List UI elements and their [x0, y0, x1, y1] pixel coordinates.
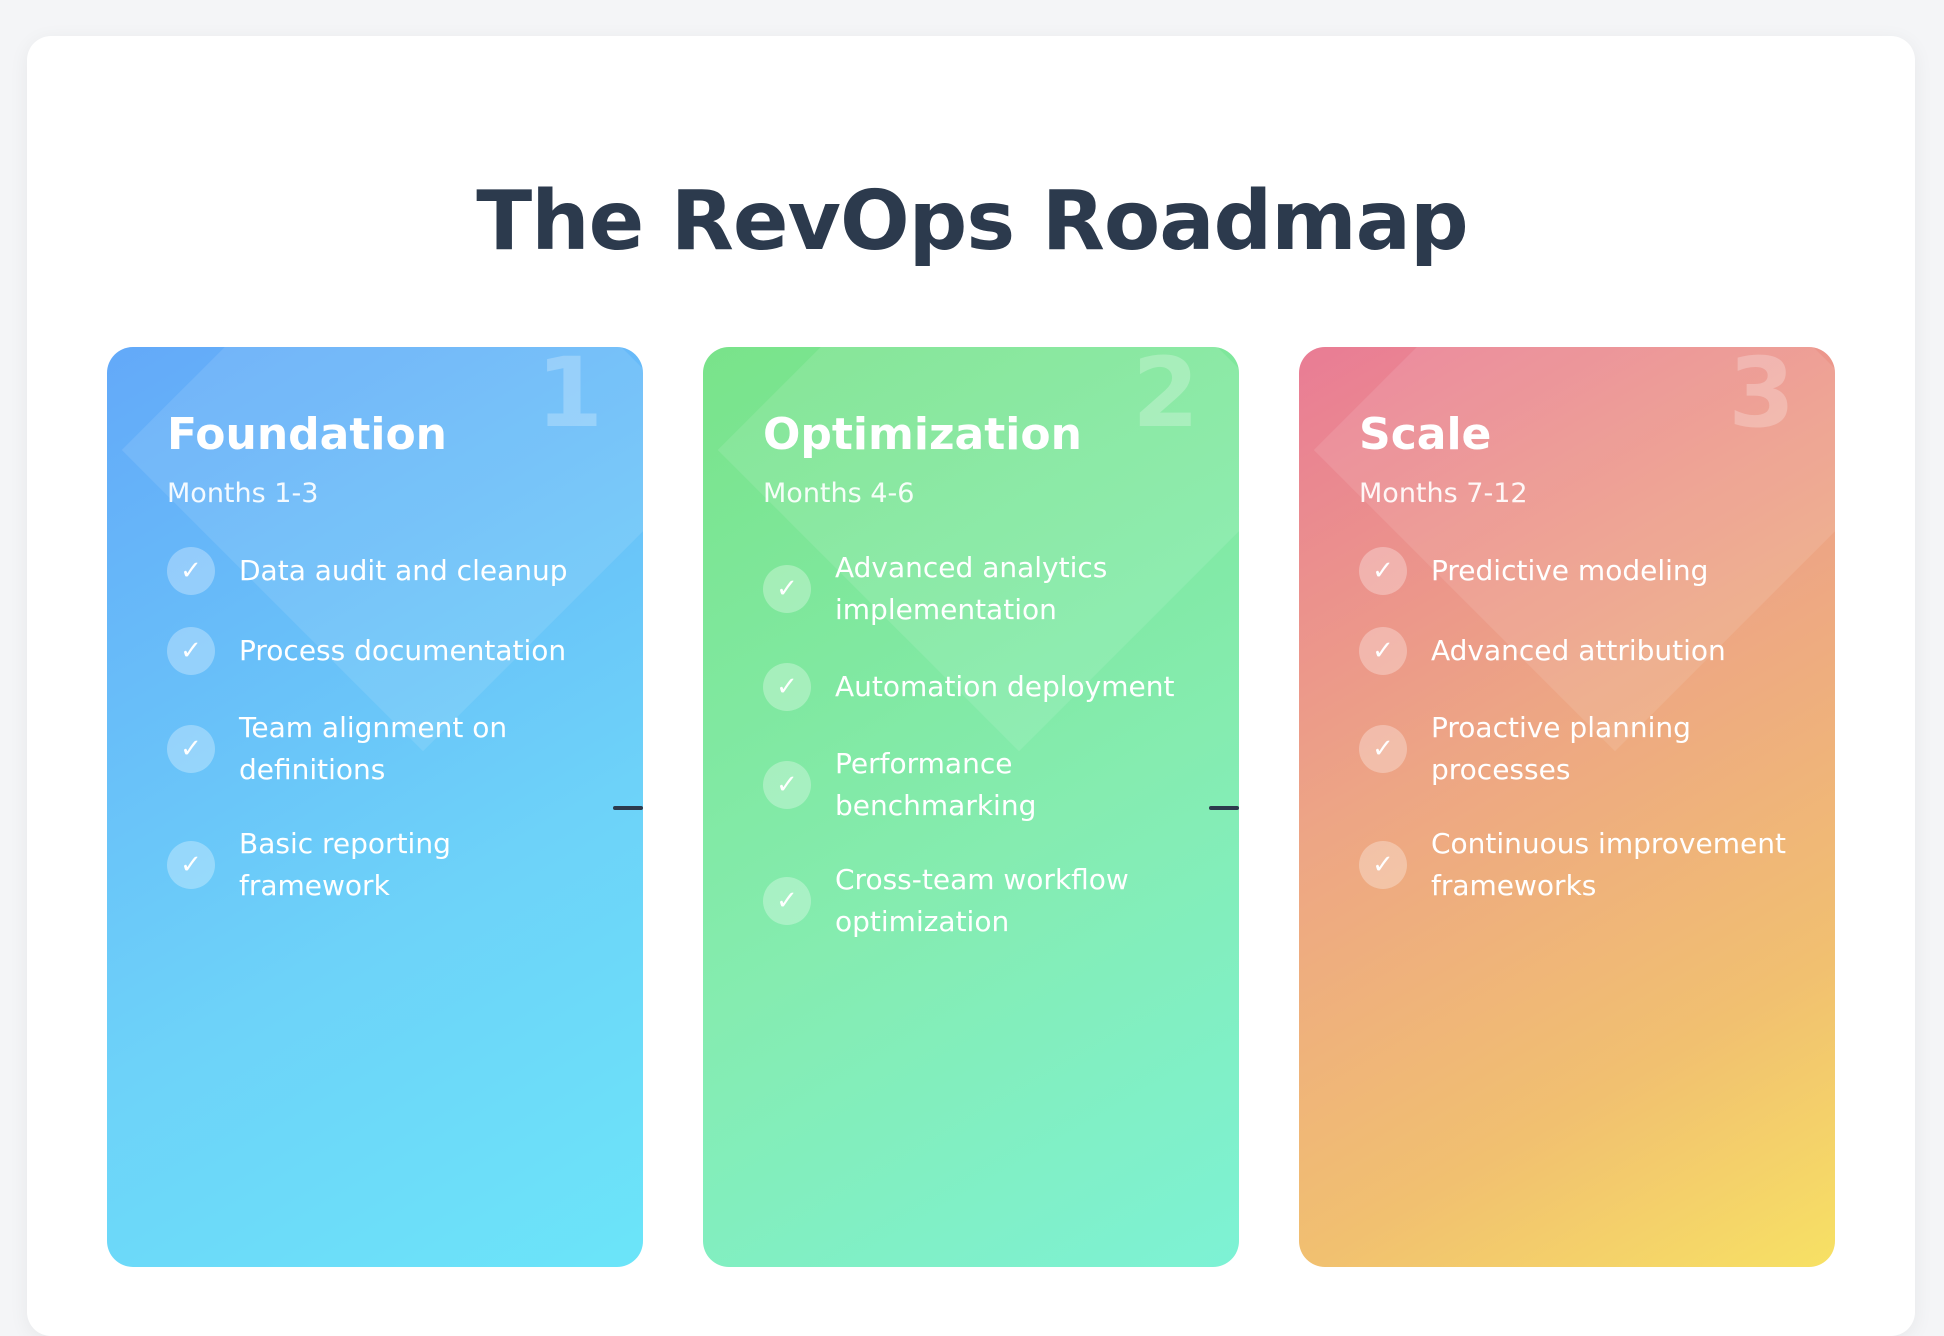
list-item: ✓ Team alignment on definitions [167, 707, 607, 791]
phase-period: Months 7-12 [1359, 478, 1528, 509]
check-icon: ✓ [763, 877, 811, 925]
phase-item-list: ✓ Data audit and cleanup ✓ Process docum… [167, 547, 607, 939]
phase-card-foundation: 1 Foundation Months 1-3 ✓ Data audit and… [107, 347, 643, 1267]
phase-card-scale: 3 Scale Months 7-12 ✓ Predictive modelin… [1299, 347, 1835, 1267]
list-item: ✓ Predictive modeling [1359, 547, 1799, 595]
list-item-label: Proactive planning processes [1431, 711, 1691, 786]
phase-period: Months 4-6 [763, 478, 915, 509]
list-item-label: Advanced analytics implementation [835, 551, 1108, 626]
phase-period: Months 1-3 [167, 478, 319, 509]
list-item-label: Team alignment on definitions [239, 711, 508, 786]
phase-card-optimization: 2 Optimization Months 4-6 ✓ Advanced ana… [703, 347, 1239, 1267]
check-icon: ✓ [167, 547, 215, 595]
list-item-label: Data audit and cleanup [239, 554, 568, 587]
list-item-label: Advanced attribution [1431, 634, 1726, 667]
list-item-label: Performance benchmarking [835, 747, 1037, 822]
phase-number: 3 [1728, 347, 1795, 449]
list-item: ✓ Basic reporting framework [167, 823, 607, 907]
phase-title: Scale [1359, 409, 1492, 460]
page-title: The RevOps Roadmap [476, 174, 1468, 269]
check-icon: ✓ [1359, 627, 1407, 675]
list-item-label: Automation deployment [835, 670, 1175, 703]
phase-connector [613, 806, 643, 810]
phase-number: 2 [1132, 347, 1199, 449]
check-icon: ✓ [1359, 841, 1407, 889]
check-icon: ✓ [763, 761, 811, 809]
check-icon: ✓ [763, 565, 811, 613]
check-icon: ✓ [1359, 725, 1407, 773]
list-item-label: Predictive modeling [1431, 554, 1709, 587]
list-item: ✓ Advanced analytics implementation [763, 547, 1203, 631]
list-item: ✓ Data audit and cleanup [167, 547, 607, 595]
list-item: ✓ Cross-team workflow optimization [763, 859, 1203, 943]
list-item-label: Cross-team workflow optimization [835, 863, 1129, 938]
check-icon: ✓ [167, 627, 215, 675]
check-icon: ✓ [167, 841, 215, 889]
phase-title: Optimization [763, 409, 1082, 460]
list-item: ✓ Automation deployment [763, 663, 1203, 711]
list-item-label: Continuous improvement frameworks [1431, 827, 1786, 902]
list-item: ✓ Performance benchmarking [763, 743, 1203, 827]
check-icon: ✓ [1359, 547, 1407, 595]
phase-item-list: ✓ Predictive modeling ✓ Advanced attribu… [1359, 547, 1799, 939]
list-item: ✓ Proactive planning processes [1359, 707, 1799, 791]
check-icon: ✓ [763, 663, 811, 711]
phase-connector [1209, 806, 1239, 810]
check-icon: ✓ [167, 725, 215, 773]
list-item: ✓ Process documentation [167, 627, 607, 675]
phase-title: Foundation [167, 409, 448, 460]
list-item-label: Basic reporting framework [239, 827, 451, 902]
phase-item-list: ✓ Advanced analytics implementation ✓ Au… [763, 547, 1203, 975]
phase-number: 1 [536, 347, 603, 449]
list-item: ✓ Continuous improvement frameworks [1359, 823, 1799, 907]
list-item: ✓ Advanced attribution [1359, 627, 1799, 675]
list-item-label: Process documentation [239, 634, 567, 667]
